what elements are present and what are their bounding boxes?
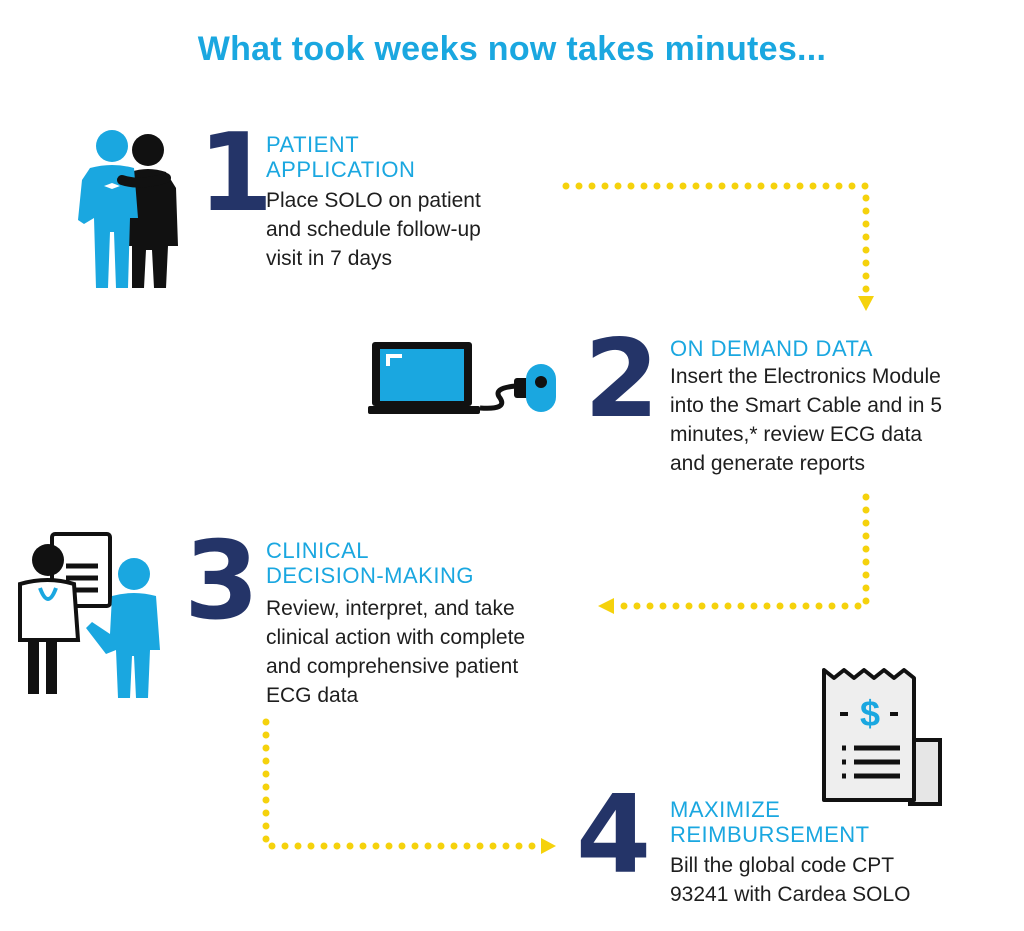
step-2-number: 2 <box>584 317 660 442</box>
step-1-number: 1 <box>198 111 274 236</box>
step-4-number: 4 <box>576 773 652 898</box>
step-4-description: Bill the global code CPT 93241 with Card… <box>670 854 911 906</box>
patient-application-icon <box>78 130 178 288</box>
step-3-description: Review, interpret, and take clinical act… <box>266 597 526 707</box>
step-2-heading: ON DEMAND DATA <box>670 336 873 361</box>
step-3-heading: CLINICAL DECISION-MAKING <box>266 538 474 588</box>
arrow-2-3 <box>598 598 614 614</box>
step-2-description: Insert the Electronics Module into the S… <box>670 365 942 475</box>
arrow-3-4 <box>541 838 556 854</box>
connector-3-4 <box>262 718 544 850</box>
receipt-icon: $ <box>822 668 942 806</box>
step-3-number: 3 <box>184 519 260 644</box>
step-4-heading: MAXIMIZE REIMBURSEMENT <box>670 797 870 847</box>
svg-text:$: $ <box>860 693 880 734</box>
doctor-patient-icon <box>18 532 160 698</box>
step-1-description: Place SOLO on patient and schedule follo… <box>266 189 481 270</box>
step-1-heading: PATIENT APPLICATION <box>266 132 416 182</box>
connector-1-2 <box>562 182 870 298</box>
laptop-cable-icon <box>368 342 556 414</box>
arrow-1-2 <box>858 296 874 311</box>
connector-2-3 <box>612 493 870 610</box>
page-title: What took weeks now takes minutes... <box>197 30 827 68</box>
